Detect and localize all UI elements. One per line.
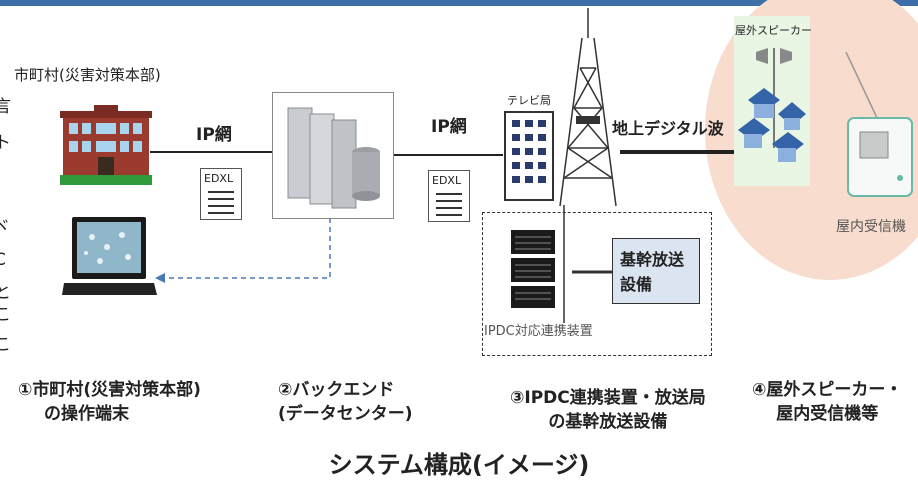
ipdc-connector-line	[563, 205, 612, 323]
left-edge-char: と	[0, 283, 11, 303]
laptop-icon	[62, 217, 157, 295]
caption-backend: ②バックエンド (データセンター)	[278, 378, 413, 426]
caption-line: 屋内受信機等	[776, 404, 879, 424]
city-label: 市町村(災害対策本部)	[14, 66, 161, 84]
page-title: システム構成(イメージ)	[328, 451, 590, 479]
indoor-receiver-icon	[845, 52, 913, 197]
ipdc-group-box	[482, 212, 712, 356]
tv-station-label: テレビ局	[507, 94, 551, 107]
indoor-receiver-label: 屋内受信機	[836, 219, 906, 235]
edxl-label: EDXL	[432, 174, 462, 187]
outdoor-speaker-label: 屋外スピーカー	[735, 24, 812, 37]
terrestrial-digital-label: 地上デジタル波	[612, 119, 724, 138]
caption-receivers: ④屋外スピーカー・ 屋内受信機等	[752, 378, 902, 426]
caption-line: ②バックエンド	[278, 380, 395, 400]
ip-network-label: IP網	[196, 125, 232, 145]
server-icon	[287, 107, 380, 209]
left-edge-char: こ	[0, 305, 11, 325]
caption-municipality: ①市町村(災害対策本部) の操作端末	[18, 378, 201, 426]
caption-ipdc: ③IPDC連携装置・放送局 の基幹放送設備	[510, 386, 706, 434]
left-edge-char: 言	[0, 97, 11, 117]
top-accent-bar	[0, 0, 918, 6]
city-hall-icon	[60, 105, 152, 185]
ipdc-device-label: IPDC対応連携装置	[484, 324, 593, 339]
backbone-broadcast-label-line2: 設備	[620, 275, 653, 294]
left-edge-char: こ	[0, 335, 11, 355]
ipdc-server-rack-icon	[511, 230, 555, 308]
caption-line: ①市町村(災害対策本部)	[18, 380, 201, 400]
caption-line: の基幹放送設備	[548, 412, 668, 432]
speaker-houses-icon	[738, 48, 806, 162]
tv-station-building-icon	[504, 111, 554, 201]
ip-network-label: IP網	[431, 117, 467, 137]
left-edge-char: ヾ	[0, 217, 11, 237]
caption-line: (データセンター)	[278, 404, 413, 424]
caption-line: ③IPDC連携装置・放送局	[510, 388, 706, 408]
edxl-document-icon: EDXL	[200, 168, 242, 220]
broadcast-tower-icon	[559, 8, 617, 207]
left-edge-char: C	[0, 250, 6, 270]
caption-line: ④屋外スピーカー・	[752, 380, 903, 400]
left-edge-char: ト	[0, 133, 11, 153]
edxl-label: EDXL	[204, 172, 234, 185]
edxl-document-icon: EDXL	[428, 170, 470, 222]
backbone-broadcast-label-line1: 基幹放送	[620, 250, 685, 269]
backbone-broadcast-box	[612, 238, 700, 304]
caption-line: の操作端末	[44, 404, 129, 424]
